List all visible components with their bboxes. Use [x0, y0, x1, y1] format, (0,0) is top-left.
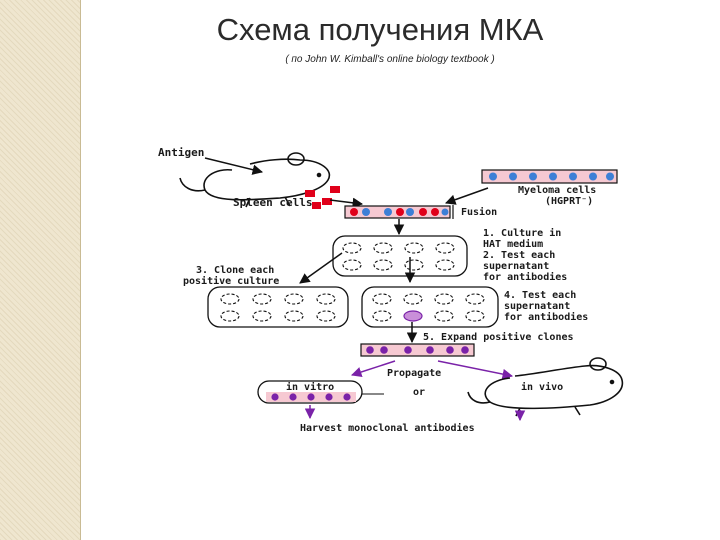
step2-line2: supernatant	[483, 261, 549, 272]
step4-line2: supernatant	[504, 301, 570, 312]
culture-plate	[332, 235, 468, 277]
propagate-in-vivo-arrow	[437, 360, 514, 380]
spleen-cells	[305, 186, 340, 209]
myeloma-cells-label: Myeloma cells	[518, 185, 596, 196]
antigen-label: Antigen	[158, 146, 204, 159]
hgprt-label: (HGPRT⁻)	[545, 196, 593, 207]
propagate-in-vitro-arrow	[351, 360, 396, 378]
step3-line1: 3. Clone each	[196, 265, 274, 276]
expanded-clones-tray	[360, 343, 475, 357]
slide-title: Схема получения МКА	[216, 12, 544, 47]
step3-line2: positive culture	[183, 275, 279, 287]
in-vitro-label: in vitro	[286, 381, 334, 393]
spleen-cells-label: Spleen cells	[233, 196, 312, 209]
in-vitro-tray	[257, 380, 363, 404]
step4-line3: for antibodies	[504, 311, 588, 323]
or-label: or	[413, 387, 425, 398]
step1-line2: HAT medium	[483, 238, 543, 250]
fusion-tray	[344, 205, 451, 219]
in-vivo-label: in vivo	[521, 381, 563, 393]
harvest-label: Harvest monoclonal antibodies	[300, 422, 475, 434]
fusion-label: Fusion	[461, 206, 497, 218]
myeloma-arrow	[445, 187, 489, 205]
mouse-icon	[179, 152, 331, 208]
clone-arrow	[299, 252, 343, 284]
test-plate	[361, 286, 499, 328]
spleen-arrow	[329, 197, 364, 209]
step2-line1: 2. Test each	[483, 250, 555, 261]
mouse-in-vivo-icon	[467, 357, 624, 417]
step1-line1: 1. Culture in	[483, 227, 561, 239]
step2-line3: for antibodies	[483, 271, 567, 283]
step4-line1: 4. Test each	[504, 290, 576, 301]
myeloma-cells-tray	[481, 169, 618, 184]
propagate-label: Propagate	[387, 368, 441, 379]
slide-subtitle: ( по John W. Kimball's online biology te…	[285, 54, 495, 65]
clone-plate	[207, 286, 349, 328]
antigen-arrow	[204, 157, 264, 175]
decorative-sidebar	[0, 0, 81, 540]
step5-label: 5. Expand positive clones	[423, 331, 574, 343]
